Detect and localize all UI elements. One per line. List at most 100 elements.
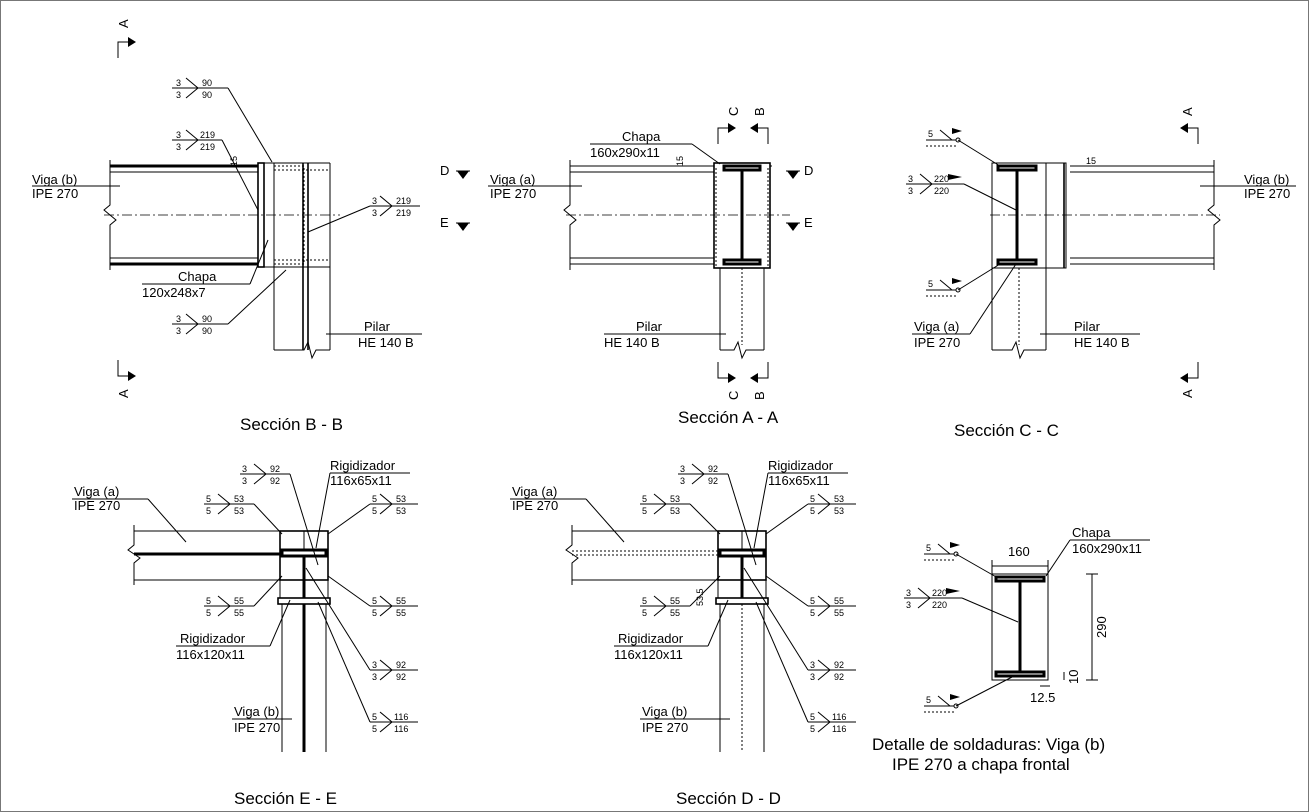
svg-text:A: A <box>1180 389 1195 398</box>
connection-node <box>715 530 769 752</box>
svg-text:53: 53 <box>396 506 406 516</box>
beam-b-label: Viga (b) IPE 270 <box>1200 172 1296 201</box>
svg-text:5: 5 <box>810 506 815 516</box>
connection-node <box>277 530 331 752</box>
dimension-160: 160 <box>991 544 1049 574</box>
weld-symbol-92-top: 3 3 92 92 <box>678 463 757 566</box>
detail-title-line1: Detalle de soldaduras: Viga (b) <box>872 735 1105 754</box>
svg-text:219: 219 <box>200 142 215 152</box>
svg-text:5: 5 <box>642 596 647 606</box>
svg-text:B: B <box>752 107 767 116</box>
svg-text:90: 90 <box>202 314 212 324</box>
svg-text:3: 3 <box>176 142 181 152</box>
svg-text:92: 92 <box>834 672 844 682</box>
stiffener-bottom-label: Rigidizador 116x120x11 <box>176 599 291 662</box>
beam-profile: IPE 270 <box>32 186 78 201</box>
weld-symbol-220: 3 3 220 220 <box>904 587 1019 623</box>
svg-text:3: 3 <box>810 672 815 682</box>
section-dd: 53.5 Viga (a) IPE 270 Rigidizador 116x65… <box>510 458 856 808</box>
svg-text:55: 55 <box>670 596 680 606</box>
detail-title-line2: IPE 270 a chapa frontal <box>892 755 1070 774</box>
svg-text:160x290x11: 160x290x11 <box>1072 541 1142 556</box>
svg-text:12.5: 12.5 <box>1030 690 1055 705</box>
column-profile: HE 140 B <box>358 335 414 350</box>
svg-text:116: 116 <box>394 712 408 722</box>
svg-text:116x65x11: 116x65x11 <box>330 473 392 488</box>
beam-a-elevation <box>565 525 718 585</box>
svg-text:B: B <box>752 391 767 400</box>
svg-text:116: 116 <box>394 724 408 734</box>
svg-text:Viga (a): Viga (a) <box>914 319 959 334</box>
section-cc: A A 15 <box>906 107 1296 440</box>
svg-text:5: 5 <box>810 596 815 606</box>
svg-text:3: 3 <box>176 90 181 100</box>
svg-text:D: D <box>804 163 813 178</box>
cut-markers-cb-top: C B <box>717 107 769 144</box>
svg-text:3: 3 <box>680 464 685 474</box>
svg-text:55: 55 <box>396 596 406 606</box>
beam-b-elevation <box>990 160 1221 270</box>
svg-text:5: 5 <box>642 494 647 504</box>
cut-markers-a: A A <box>1180 107 1199 398</box>
svg-text:E: E <box>440 215 449 230</box>
svg-text:92: 92 <box>708 464 718 474</box>
svg-text:5: 5 <box>372 494 377 504</box>
beam-a-label: Viga (a) IPE 270 <box>488 172 582 201</box>
svg-text:3: 3 <box>372 208 377 218</box>
weld-symbol-55-right: 5 5 55 55 <box>327 575 418 618</box>
dimension-15: 15 <box>1086 156 1096 166</box>
svg-text:55: 55 <box>670 608 680 618</box>
section-aa: C B C B D E D E <box>440 107 813 427</box>
column-label: Pilar HE 140 B <box>326 319 422 350</box>
svg-text:160: 160 <box>1008 544 1030 559</box>
weld-symbol-220: 3 3 220 220 <box>906 173 1017 211</box>
svg-text:55: 55 <box>834 596 844 606</box>
weld-symbol-90-top: 3 3 90 90 <box>172 77 273 163</box>
svg-text:3: 3 <box>242 476 247 486</box>
svg-text:53: 53 <box>670 506 680 516</box>
svg-text:3: 3 <box>372 196 377 206</box>
svg-text:220: 220 <box>934 174 949 184</box>
beam-b-label: Viga (b) IPE 270 <box>640 704 730 735</box>
weld-symbol-92-bottom: 3 3 92 92 <box>743 567 856 682</box>
svg-text:92: 92 <box>396 660 406 670</box>
svg-text:Viga (a): Viga (a) <box>490 172 535 187</box>
svg-text:Viga (b): Viga (b) <box>234 704 279 719</box>
svg-text:90: 90 <box>202 326 212 336</box>
beam-a-elevation <box>563 160 790 270</box>
weld-symbol-55-left: 5 5 55 55 <box>640 575 721 618</box>
svg-text:220: 220 <box>932 600 947 610</box>
svg-text:219: 219 <box>396 196 411 206</box>
section-title: Sección A - A <box>678 408 779 427</box>
svg-text:C: C <box>726 391 741 400</box>
svg-text:Viga (b): Viga (b) <box>1244 172 1289 187</box>
svg-text:5: 5 <box>206 596 211 606</box>
weld-symbol-219-right: 3 3 219 219 <box>307 195 420 233</box>
beam-a-label: Viga (a) IPE 270 <box>912 263 1017 350</box>
weld-symbol-53-left: 5 5 53 53 <box>204 493 283 535</box>
svg-text:5: 5 <box>810 608 815 618</box>
svg-text:IPE 270: IPE 270 <box>642 720 688 735</box>
plate-label: Chapa 160x290x11 <box>590 129 721 165</box>
svg-text:3: 3 <box>242 464 247 474</box>
cut-label: A <box>116 389 131 398</box>
svg-text:Pilar: Pilar <box>636 319 663 334</box>
svg-text:3: 3 <box>372 660 377 670</box>
weld-detail: 160 290 10 12.5 Chapa 160x290x11 <box>872 525 1150 774</box>
cut-label: A <box>116 19 131 28</box>
weld-symbol-92-bottom: 3 3 92 92 <box>305 567 418 682</box>
section-ee: Viga (a) IPE 270 Rigidizador 116x65x11 R… <box>72 458 418 808</box>
svg-text:5: 5 <box>206 608 211 618</box>
svg-text:219: 219 <box>200 130 215 140</box>
stiffener-bottom-label: Rigidizador 116x120x11 <box>614 599 729 662</box>
plate-name: Chapa <box>178 269 217 284</box>
svg-text:IPE 270: IPE 270 <box>1244 186 1290 201</box>
weld-symbol-5-bottom: 5 <box>924 675 1015 713</box>
plate-size: 120x248x7 <box>142 285 206 300</box>
svg-text:HE 140 B: HE 140 B <box>1074 335 1130 350</box>
svg-text:3: 3 <box>680 476 685 486</box>
weld-symbol-219-left: 3 3 219 219 <box>172 129 259 211</box>
